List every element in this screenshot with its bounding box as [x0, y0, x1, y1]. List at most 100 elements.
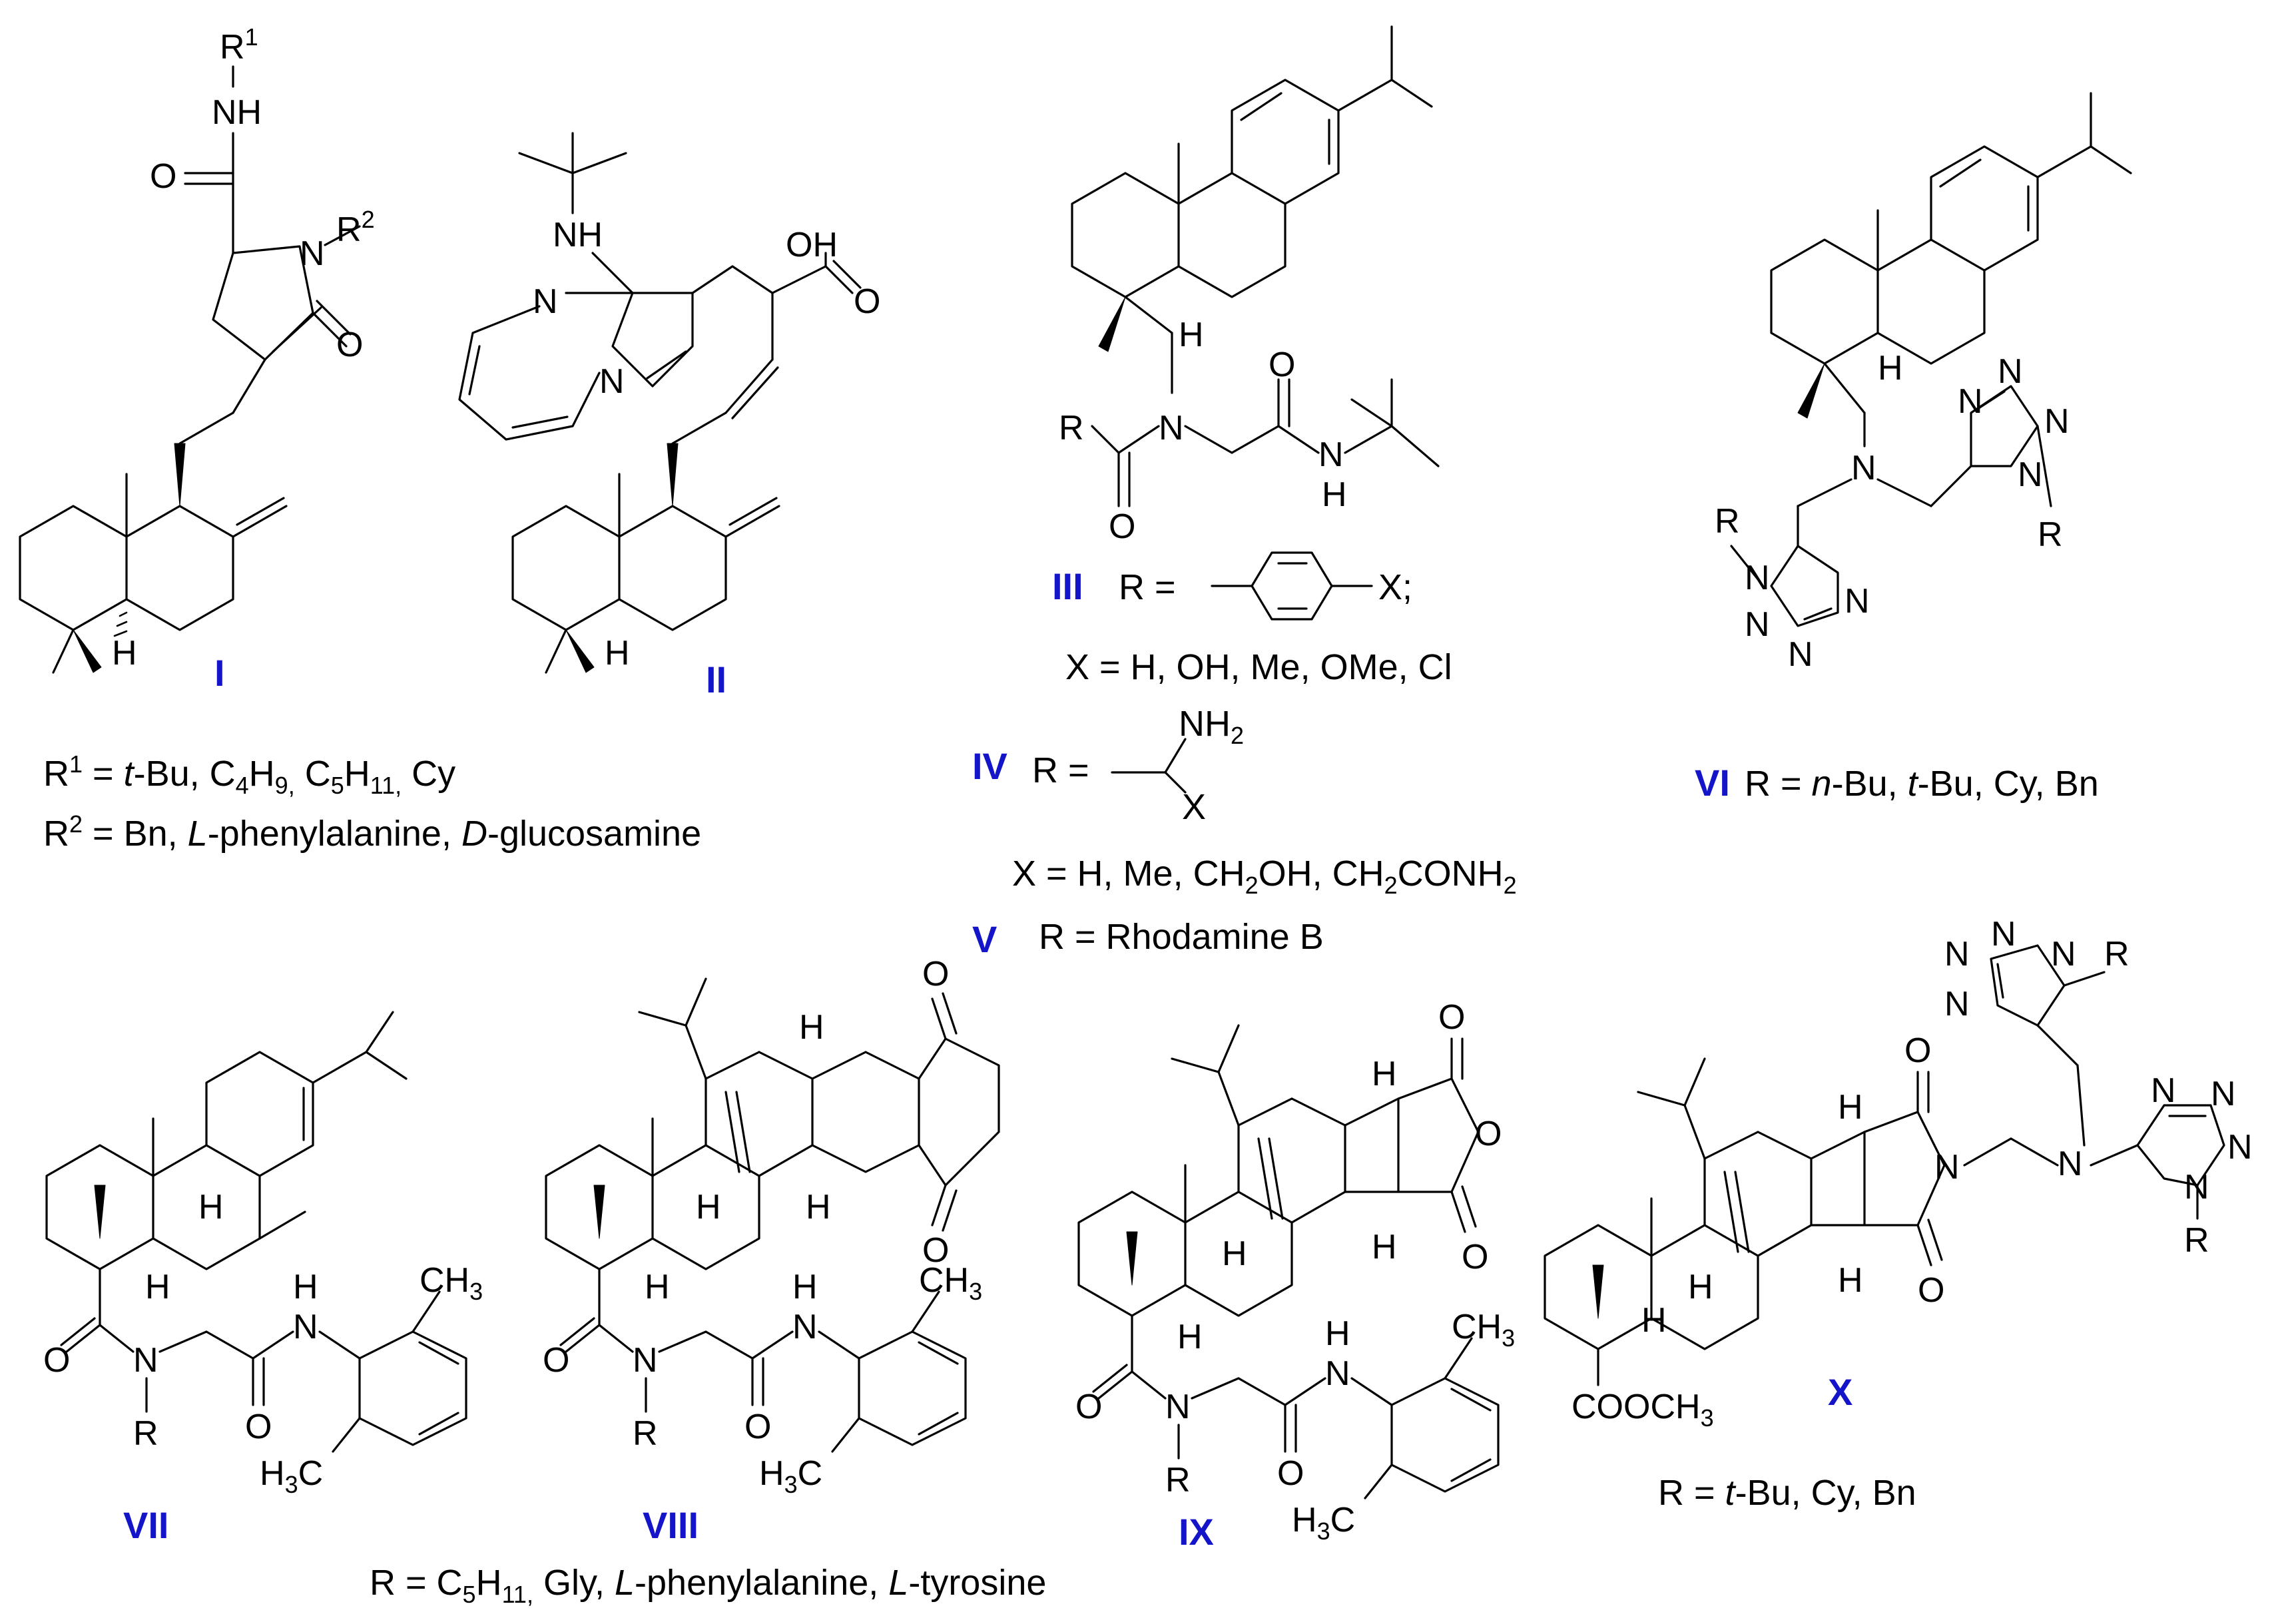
atom-label: H [198, 1188, 224, 1226]
atom-label: H [799, 1008, 824, 1047]
compound-IV-x: X [1182, 787, 1206, 827]
compound-VI-label: VI [1695, 762, 1730, 804]
atom-label: N [792, 1308, 818, 1346]
atom-label: O [1075, 1388, 1102, 1426]
atom-label: O [150, 157, 176, 196]
atom-label: H [1325, 1314, 1350, 1353]
compound-VI-structure [1730, 92, 2132, 627]
compound-X-structure [1544, 944, 2225, 1386]
atom-label: N [1851, 449, 1876, 487]
atom-label: NH [553, 216, 603, 254]
atom-label: H [1177, 1318, 1203, 1356]
atom-label: N [533, 282, 558, 321]
compound-I-structure [19, 65, 361, 674]
atom-label: N [1991, 915, 2016, 953]
atom-label: NH [212, 93, 262, 132]
atom-label: N [1998, 352, 2023, 391]
atom-label: O [543, 1341, 569, 1380]
atom-label: H [696, 1188, 721, 1226]
atom-label: N [2151, 1071, 2176, 1110]
atom-label: H3C [1292, 1501, 1355, 1545]
compound-X-label: X [1828, 1371, 1852, 1413]
atom-label: N [2058, 1145, 2083, 1183]
atom-label: H3C [260, 1454, 323, 1498]
atom-label: H [806, 1188, 831, 1226]
atom-label: O [1438, 998, 1465, 1037]
atom-label: N [1159, 409, 1184, 447]
atom-label: N [133, 1341, 158, 1380]
compound-VIII-label: VIII [643, 1504, 699, 1546]
atom-label: R [1059, 409, 1084, 447]
atom-label: CH3 [420, 1261, 483, 1305]
atom-label: N [599, 362, 625, 401]
atom-label: N [1944, 935, 1970, 973]
atom-label: H [1688, 1268, 1713, 1306]
atom-label: R [2104, 935, 2130, 973]
compound-X-caption: R = t-Bu, Cy, Bn [1658, 1473, 1916, 1513]
atom-label: O [922, 1231, 949, 1270]
atom-label: N [1318, 435, 1344, 474]
atom-label: N [1165, 1388, 1191, 1426]
atom-label: COOCH3 [1571, 1388, 1714, 1432]
atom-label: H [1372, 1055, 1397, 1093]
atom-label: H [792, 1268, 818, 1306]
atom-label: H [112, 634, 137, 673]
atom-label: O [1109, 507, 1135, 546]
compound-I-caption-r1: R1 = t-Bu, C4H9, C5H11, Cy [43, 750, 455, 799]
atom-label: R [1165, 1461, 1191, 1499]
compound-I-caption-r2: R2 = Bn, L-phenylalanine, D-glucosamine [43, 810, 701, 854]
compound-VIII-structure [545, 977, 1000, 1453]
atom-label: R [633, 1414, 658, 1453]
bottom-caption: R = C5H11, Gly, L-phenylalanine, L-tyros… [370, 1563, 1046, 1608]
atom-label: N [300, 234, 325, 273]
compound-VII-structure [45, 1011, 467, 1453]
atom-label: N [2211, 1075, 2236, 1113]
atom-label: R2 [336, 206, 375, 249]
compound-IV-r-eq: R = [1032, 750, 1089, 790]
atom-label: N [1325, 1354, 1350, 1393]
atom-label: N [1788, 635, 1813, 674]
atom-label: R1 [220, 23, 258, 67]
atom-label: CH3 [919, 1261, 982, 1305]
atom-label: N [2184, 1168, 2209, 1207]
atom-label: N [1934, 1148, 1960, 1187]
compound-IX-structure [1077, 1024, 1500, 1499]
atom-label: R [2038, 515, 2063, 554]
compound-III-structure [1071, 25, 1440, 621]
compound-IV-structure [1111, 738, 1187, 794]
compound-V-caption: R = Rhodamine B [1039, 917, 1324, 957]
atom-label: H [293, 1268, 318, 1306]
atom-label: H3C [759, 1454, 822, 1498]
atom-label: R [1715, 502, 1740, 541]
atom-label: O [1475, 1115, 1502, 1153]
atom-label: N [1944, 985, 1970, 1023]
atom-label: N [633, 1341, 658, 1380]
atom-label: N [2018, 455, 2043, 494]
compound-III-r-eq: R = [1119, 567, 1176, 607]
atom-label: O [1269, 346, 1295, 384]
compound-IV-caption: X = H, Me, CH2OH, CH2CONH2 [1012, 854, 1517, 899]
compound-II-label: II [706, 659, 726, 700]
compound-II-structure [458, 132, 862, 674]
atom-label: H [1372, 1228, 1397, 1266]
atom-label: O [1918, 1271, 1944, 1310]
atom-label: H [1179, 316, 1204, 354]
atom-label: O [1462, 1238, 1488, 1276]
compound-IV-nh2: NH2 [1179, 704, 1244, 749]
compound-V-label: V [972, 918, 997, 960]
atom-label: O [854, 282, 880, 321]
atom-label: R [133, 1414, 158, 1453]
atom-label: H [1838, 1261, 1863, 1300]
atom-label: H [1222, 1234, 1247, 1273]
compound-IV-label: IV [972, 745, 1007, 787]
compound-III-x: X; [1378, 567, 1412, 607]
compound-VI-caption: R = n-Bu, t-Bu, Cy, Bn [1745, 764, 2099, 804]
compound-IX-label: IX [1179, 1511, 1214, 1553]
atom-label: H [1838, 1088, 1863, 1127]
atom-label: N [1845, 582, 1870, 621]
atom-label: N [1745, 605, 1770, 644]
atom-label: N [2227, 1128, 2253, 1167]
atom-label: H [1878, 349, 1903, 388]
compound-I-label: I [214, 652, 225, 694]
